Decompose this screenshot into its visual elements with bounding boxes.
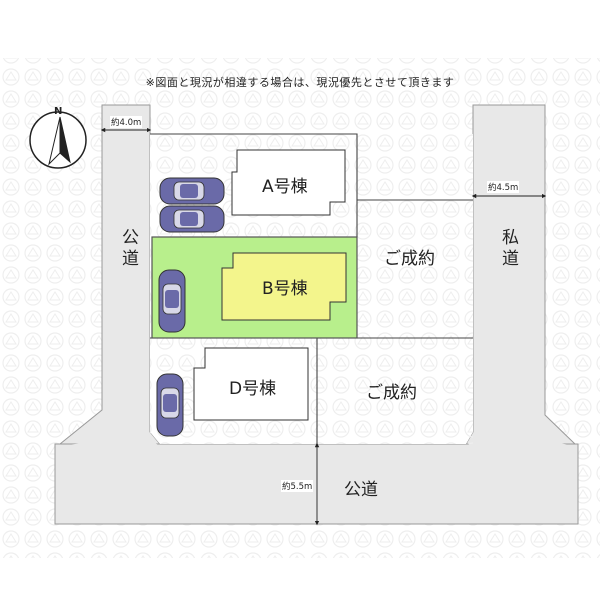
road-bottom-label: 公道 — [344, 480, 378, 500]
dimension-left-road: 約4.0m — [110, 116, 143, 128]
building-a-label: A号棟 — [262, 177, 308, 197]
car-icon — [156, 373, 184, 437]
sold-label-1: ご成約 — [384, 249, 435, 269]
building-b-label: B号棟 — [262, 279, 308, 299]
building-d-label: D号棟 — [229, 379, 277, 399]
building-d-footprint — [193, 347, 309, 421]
building-b-footprint — [221, 252, 347, 321]
car-icon — [159, 205, 225, 233]
disclaimer-note: ※図面と現況が相違する場合は、現況優先とさせて頂きます — [145, 76, 455, 89]
north-arrow-icon — [29, 111, 87, 169]
building-a-footprint — [231, 149, 346, 216]
road-left-label: 公道 — [118, 228, 138, 270]
lot-a-boundary — [150, 133, 358, 237]
road-right-label: 私道 — [498, 228, 518, 270]
car-icon — [158, 269, 186, 333]
compass-label: N — [54, 106, 63, 117]
road-bottom — [54, 443, 579, 525]
dimension-right-road: 約4.5m — [487, 181, 520, 193]
car-icon — [159, 177, 225, 205]
dimension-bottom-road: 約5.5m — [281, 480, 314, 492]
sold-label-2: ご成約 — [366, 383, 417, 403]
